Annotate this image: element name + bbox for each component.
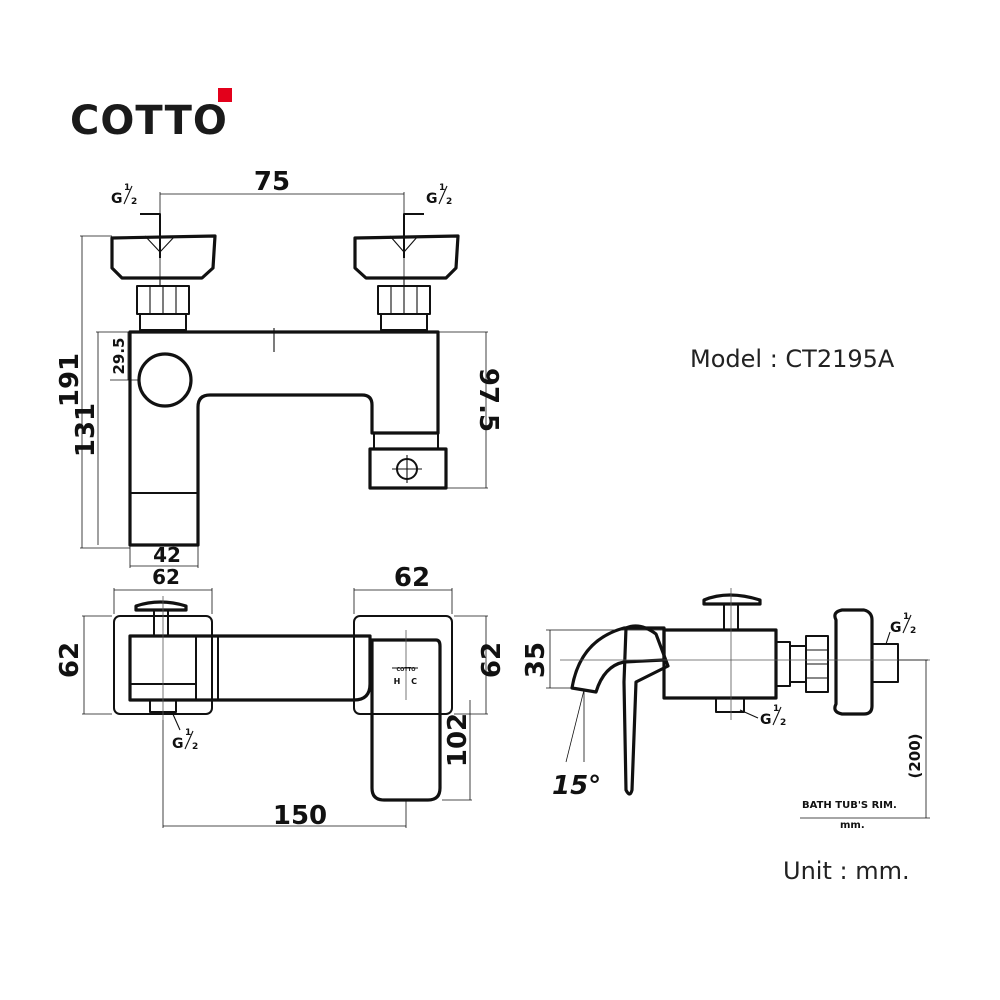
svg-text:2: 2	[910, 626, 916, 636]
top-view: COTTO H C 62 62 62 62 102 150 G 1	[55, 563, 507, 831]
side-lever	[622, 624, 670, 796]
front-right-thread-label: G 1 2	[426, 183, 452, 207]
lever-mark-cold: C	[411, 677, 417, 686]
dim-42: 42	[153, 543, 181, 567]
side-inlet-pipe	[871, 643, 899, 683]
dim-200: (200)	[906, 733, 924, 778]
dim-left-depth-62: 62	[55, 642, 85, 678]
spout-ring	[373, 432, 439, 450]
rim-unit: mm.	[840, 820, 865, 831]
dim-102: 102	[443, 713, 473, 767]
svg-text:G: G	[760, 712, 772, 728]
handle-hub	[137, 352, 193, 408]
dim-75: 75	[254, 167, 290, 197]
dim-29-5: 29.5	[110, 337, 128, 374]
dim-top-left-62: 62	[152, 565, 180, 589]
angle-line-1	[565, 689, 585, 763]
svg-text:1: 1	[773, 704, 779, 714]
right-flange	[353, 615, 453, 715]
right-inlet-cap	[353, 234, 460, 280]
side-connector-1	[775, 641, 791, 687]
rim-label: BATH TUB'S RIM.	[802, 800, 897, 811]
top-body	[128, 634, 372, 702]
left-nut	[136, 278, 190, 331]
front-body	[128, 330, 440, 547]
handle-knob	[134, 600, 188, 612]
brand-accent-square	[218, 88, 232, 102]
left-inlet-cap	[110, 234, 217, 280]
angle-label: 15°	[552, 771, 601, 801]
svg-text:2: 2	[446, 197, 452, 207]
dim-97-5: 97.5	[473, 368, 503, 432]
svg-text:G: G	[111, 191, 123, 207]
front-view: 75 191 131 29.5 97.5 42 G 1 2 G 1 2	[55, 167, 503, 568]
svg-text:1: 1	[439, 183, 445, 193]
unit-label: Unit : mm.	[783, 857, 910, 885]
svg-text:1: 1	[903, 612, 909, 622]
lever-mark-brand: COTTO	[396, 667, 415, 673]
dim-131: 131	[71, 403, 101, 457]
side-flange	[833, 608, 874, 716]
side-view: 15° 35 (200) BATH TUB'S RIM. mm. G 1 2 G…	[521, 588, 930, 831]
lever-handle	[370, 638, 442, 802]
svg-text:2: 2	[192, 742, 198, 752]
front-left-thread-label: G 1 2	[111, 183, 137, 207]
svg-text:G: G	[426, 191, 438, 207]
side-right-thread-label: G 1 2	[890, 612, 916, 636]
side-body	[662, 628, 778, 700]
lever-mark-hot: H	[394, 677, 401, 686]
side-bottom-nut	[715, 697, 745, 713]
svg-text:1: 1	[124, 183, 130, 193]
svg-text:G: G	[890, 620, 902, 636]
top-thread-label: G 1 2	[172, 728, 198, 752]
brand-name: COTTO	[70, 98, 228, 144]
dim-right-depth-62: 62	[477, 642, 507, 678]
side-connector-2	[789, 645, 807, 683]
svg-text:1: 1	[185, 728, 191, 738]
svg-text:2: 2	[131, 197, 137, 207]
side-knob	[702, 593, 762, 606]
dim-191: 191	[55, 353, 85, 407]
dim-top-right-62: 62	[394, 563, 430, 593]
model-label: Model : CT2195A	[690, 345, 895, 373]
dim-35: 35	[521, 642, 551, 678]
svg-text:2: 2	[780, 718, 786, 728]
brand-logo: COTTO	[70, 88, 232, 144]
handle-stem	[153, 609, 169, 637]
dim-150: 150	[273, 801, 327, 831]
svg-text:G: G	[172, 736, 184, 752]
side-bottom-thread-label: G 1 2	[760, 704, 786, 728]
